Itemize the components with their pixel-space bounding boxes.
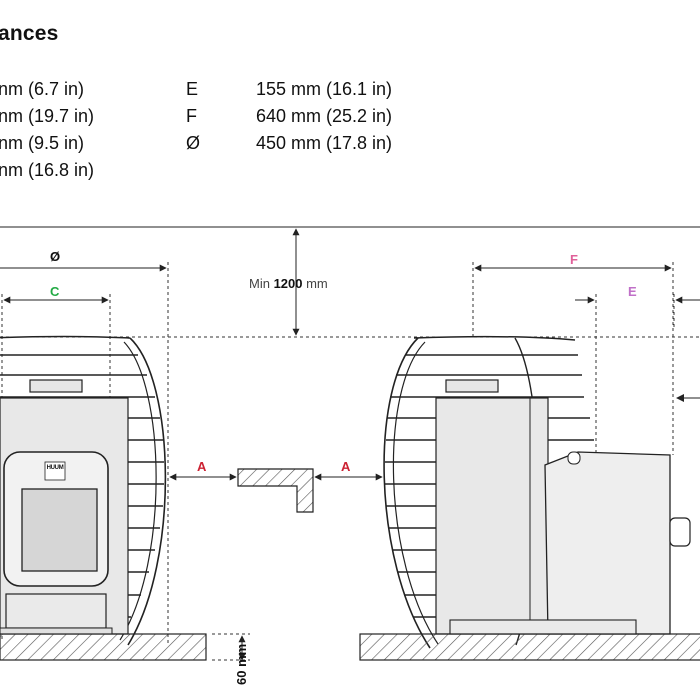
spec-row-c: nm (9.5 in) bbox=[0, 133, 85, 153]
spec-value-e: 155 mm (16.1 in) bbox=[256, 79, 393, 99]
spec-row-b: nm (19.7 in) bbox=[0, 106, 95, 126]
floor-right bbox=[359, 633, 700, 661]
logo-text: HUUM bbox=[46, 465, 64, 471]
huum-logo bbox=[44, 461, 66, 481]
spec-row-d: nm (16.8 in) bbox=[0, 160, 95, 180]
min-value: 1200 bbox=[273, 276, 303, 291]
diameter-label: Ø bbox=[50, 249, 61, 264]
spec-value-f: 640 mm (25.2 in) bbox=[256, 106, 393, 126]
floor-height-label: 60 mm bbox=[234, 643, 249, 685]
c-label: C bbox=[50, 284, 60, 299]
a-right-label: A bbox=[341, 459, 351, 474]
spec-key-e: E bbox=[186, 79, 199, 99]
min-prefix: Min bbox=[249, 276, 274, 291]
e-label: E bbox=[628, 284, 637, 299]
right-stove bbox=[383, 262, 700, 649]
floor-left bbox=[0, 633, 207, 661]
wall-section bbox=[237, 468, 314, 513]
f-label: F bbox=[570, 252, 578, 267]
spec-value-diameter: 450 mm (17.8 in) bbox=[256, 133, 393, 153]
left-stove bbox=[0, 262, 169, 646]
spec-row-a: nm (6.7 in) bbox=[0, 79, 85, 99]
min-height-label: Min 1200 mm bbox=[249, 276, 328, 291]
min-unit: mm bbox=[302, 276, 328, 291]
page-title: ances bbox=[0, 22, 59, 45]
a-left-label: A bbox=[197, 459, 207, 474]
spec-key-diameter: Ø bbox=[186, 133, 201, 153]
spec-key-f: F bbox=[186, 106, 197, 126]
